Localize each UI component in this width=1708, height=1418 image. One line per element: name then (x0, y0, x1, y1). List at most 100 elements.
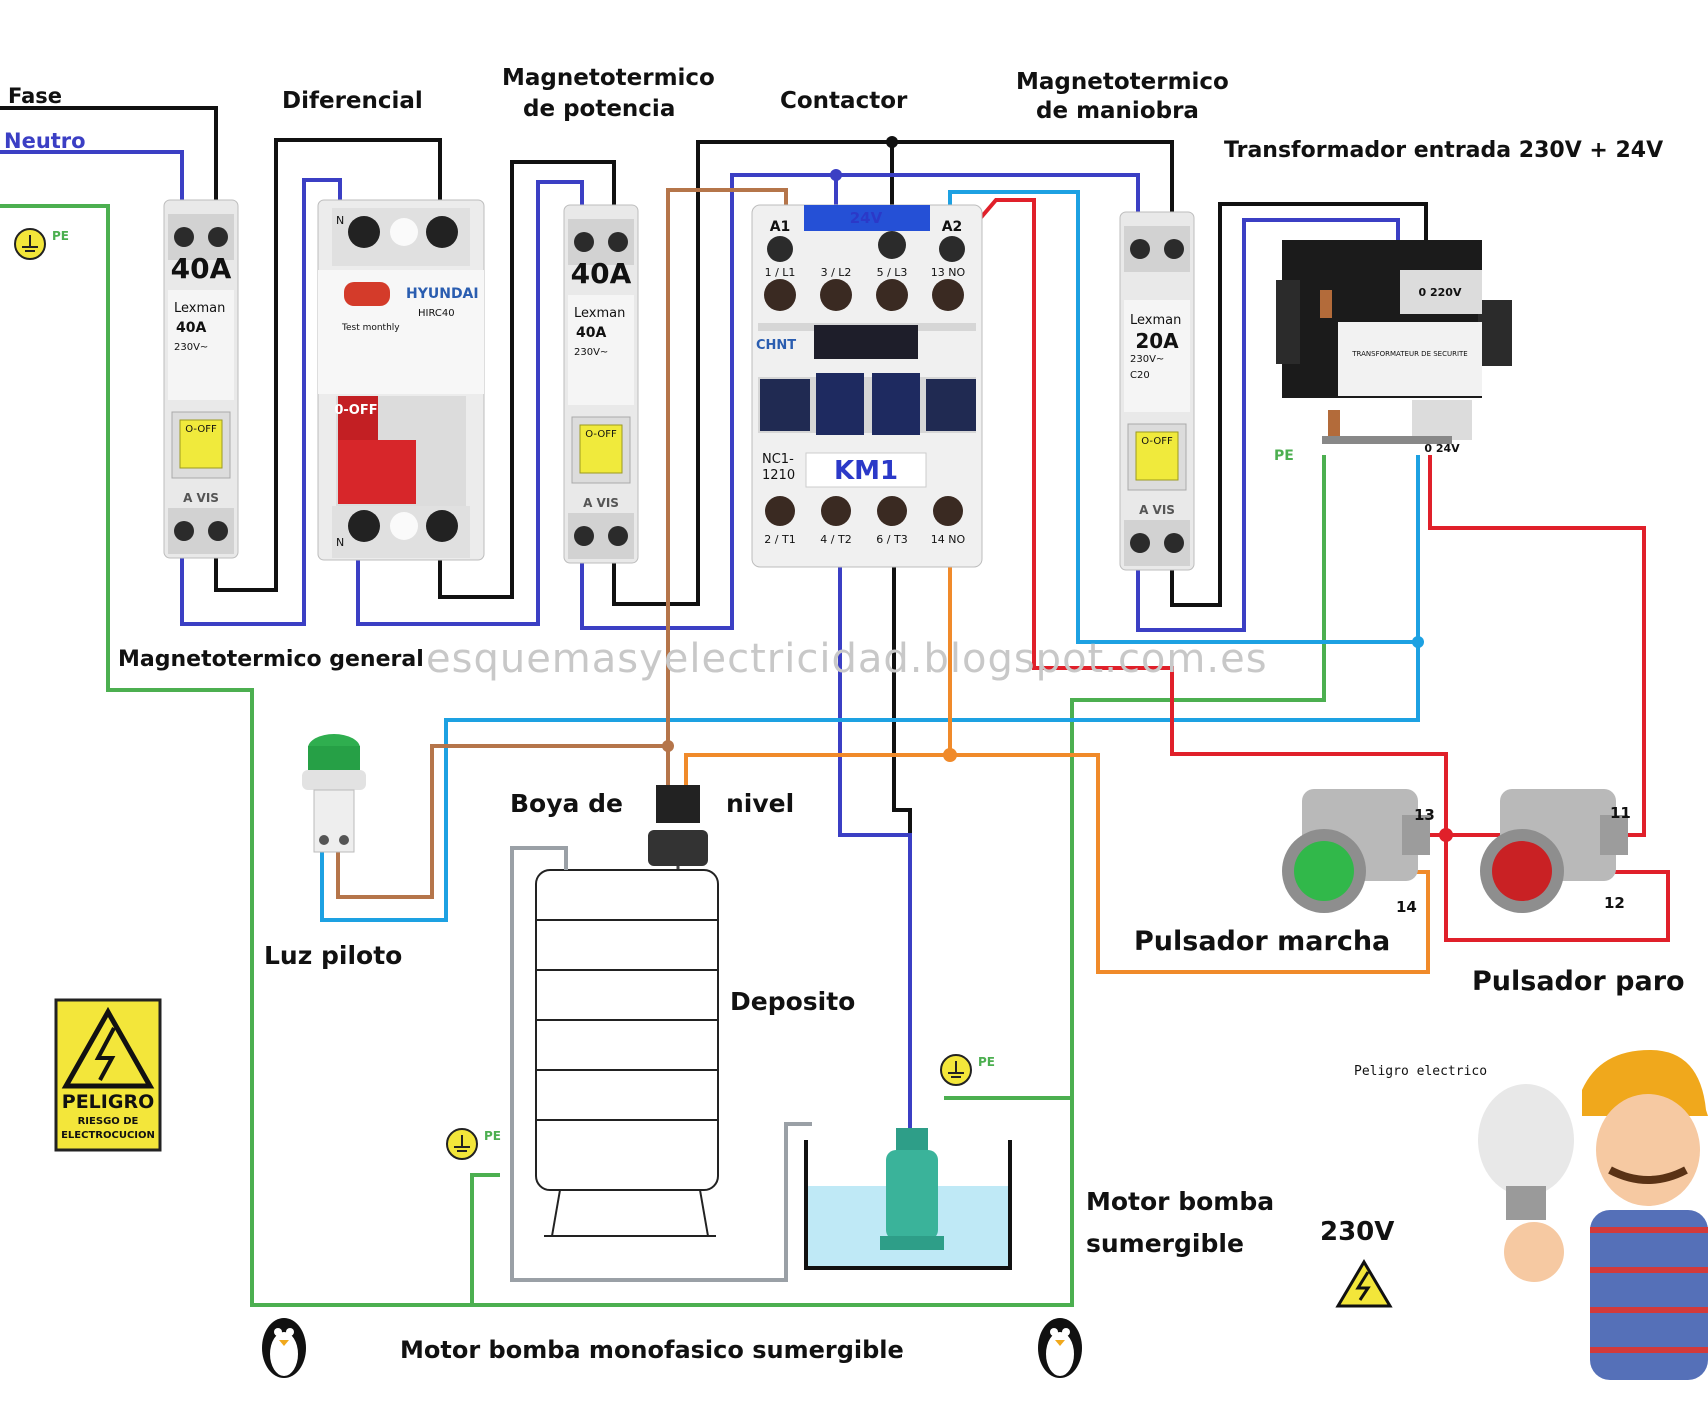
terminal-label: 13 NO (931, 266, 966, 279)
penguin-icon (262, 1318, 306, 1378)
terminal-screw (574, 526, 594, 546)
diff-test-text: Test monthly (341, 323, 400, 333)
terminal-screw (426, 510, 458, 542)
terminal-screw (878, 231, 906, 259)
wire-neutro-maniobra-to-trafo (1136, 218, 1400, 632)
button-marcha[interactable] (1282, 789, 1430, 913)
label-mt-potencia-1: Magnetotermico (502, 65, 715, 91)
pe-trafo: PE (1274, 448, 1294, 464)
label-transformador: Transformador entrada 230V + 24V (1224, 138, 1663, 163)
sign-line1: RIESGO DE (78, 1116, 139, 1127)
breaker-switch-label: O-OFF (585, 429, 617, 440)
breaker-sub: 40A (176, 320, 206, 336)
terminal-screw (1164, 533, 1184, 553)
wire-naranja-2 (950, 753, 1430, 974)
label-fase: Fase (8, 84, 62, 108)
terminal-screw (608, 526, 628, 546)
label-footer: Motor bomba monofasico sumergible (400, 1336, 904, 1364)
differential-rcd: N HYUNDAI HIRC40 Test monthly 0-OFF N (317, 199, 485, 561)
ground-symbol-deposito (446, 1128, 478, 1160)
terminal-label: 14 NO (931, 533, 966, 546)
transformer: TRANSFORMATEUR DE SECURITE 0 220V 0 24V (1276, 240, 1512, 455)
junction-dot (1412, 636, 1424, 648)
label-pulsador-marcha: Pulsador marcha (1134, 926, 1390, 957)
test-button[interactable] (344, 282, 390, 306)
label-motor-bomba-2: sumergible (1086, 1229, 1244, 1258)
diff-toggle[interactable] (338, 440, 416, 504)
breaker-rating: 40A (571, 257, 632, 290)
wire-naranja-1 (684, 548, 952, 785)
label-mt-maniobra-1: Magnetotermico (1016, 69, 1229, 95)
breaker-toggle[interactable] (1135, 431, 1179, 481)
breaker-brand: Lexman (1130, 313, 1181, 328)
wire-maniobra-to-trafo (1170, 202, 1428, 607)
terminal-label: 1 / L1 (765, 266, 796, 279)
breaker-brand: Lexman (574, 306, 625, 321)
terminal-screw (1164, 239, 1184, 259)
lightning-icon (94, 1027, 116, 1081)
warning-triangle-icon (1335, 1259, 1393, 1308)
sign-title: PELIGRO (62, 1091, 154, 1113)
breaker-toggle[interactable] (579, 424, 623, 474)
diff-n-bottom: N (336, 536, 344, 549)
transformer-out: 0 24V (1424, 442, 1460, 455)
wire-motor-neutro (838, 550, 912, 1130)
contactor-model-2: 1210 (762, 468, 795, 483)
transformer-in: 0 220V (1419, 286, 1462, 299)
junction-dot (943, 748, 957, 762)
terminal-indicator (390, 512, 418, 540)
label-diferencial: Diferencial (282, 88, 423, 114)
terminal-screw (939, 236, 965, 262)
paro-terminal-11: 11 (1610, 804, 1631, 822)
terminal-screw (877, 496, 907, 526)
wire-control-azul-2 (320, 642, 1420, 922)
pe-top: PE (52, 229, 69, 243)
label-mt-maniobra-2: de maniobra (1036, 98, 1199, 124)
terminal-screw (348, 216, 380, 248)
sign-line2: ELECTROCUCION (61, 1130, 155, 1141)
wire-diff-to-potencia (438, 160, 616, 599)
wire-neutro-in (0, 150, 184, 205)
label-mt-general: Magnetotermico general (118, 647, 424, 672)
label-deposito: Deposito (730, 987, 855, 1016)
diff-brand: HYUNDAI (406, 286, 479, 302)
breaker-rating: 20A (1135, 329, 1179, 353)
terminal-screw (174, 521, 194, 541)
marcha-terminal-14: 14 (1396, 898, 1417, 916)
breaker-rating: 40A (171, 252, 232, 285)
breaker-curve: C20 (1130, 370, 1150, 381)
label-pulsador-paro: Pulsador paro (1472, 966, 1685, 997)
button-paro[interactable] (1480, 789, 1628, 913)
terminal-screw (767, 236, 793, 262)
breaker-general: 40A Lexman 40A 230V~ O-OFF A VIS (163, 199, 239, 559)
pe-motor: PE (978, 1055, 995, 1069)
terminal-label: 2 / T1 (764, 533, 795, 546)
breaker-toggle[interactable] (179, 419, 223, 469)
label-mt-potencia-2: de potencia (523, 96, 675, 122)
terminal-screw (933, 496, 963, 526)
coil-a2: A2 (942, 219, 963, 235)
contactor-model-1: NC1- (762, 452, 794, 467)
pe-deposito: PE (484, 1129, 501, 1143)
junction-dot (886, 136, 898, 148)
label-neutro: Neutro (4, 129, 86, 153)
terminal-screw (574, 232, 594, 252)
wire-tierra-deposito (470, 1173, 500, 1305)
terminal-label: 3 / L2 (821, 266, 852, 279)
wire-boya-marron-2 (336, 744, 668, 899)
contactor-km1: 24V A1 A2 1 / L1 3 / L2 5 / L3 13 NO CHN… (751, 204, 983, 568)
breaker-brand: Lexman (174, 301, 225, 316)
ground-symbol-motor (940, 1054, 972, 1086)
breaker-sub: 40A (576, 325, 606, 341)
terminal-label: 4 / T2 (820, 533, 851, 546)
terminal-screw (1130, 533, 1150, 553)
breaker-spec: 230V~ (1130, 354, 1164, 365)
diff-switch-label: 0-OFF (334, 403, 377, 418)
junction-dot (1439, 828, 1453, 842)
wire-control-azul-1 (948, 190, 1420, 644)
terminal-screw (820, 279, 852, 311)
terminal-label: 6 / T3 (876, 533, 907, 546)
coil-voltage: 24V (850, 209, 883, 227)
terminal-screw (932, 279, 964, 311)
breaker-avis: A VIS (1139, 503, 1175, 517)
